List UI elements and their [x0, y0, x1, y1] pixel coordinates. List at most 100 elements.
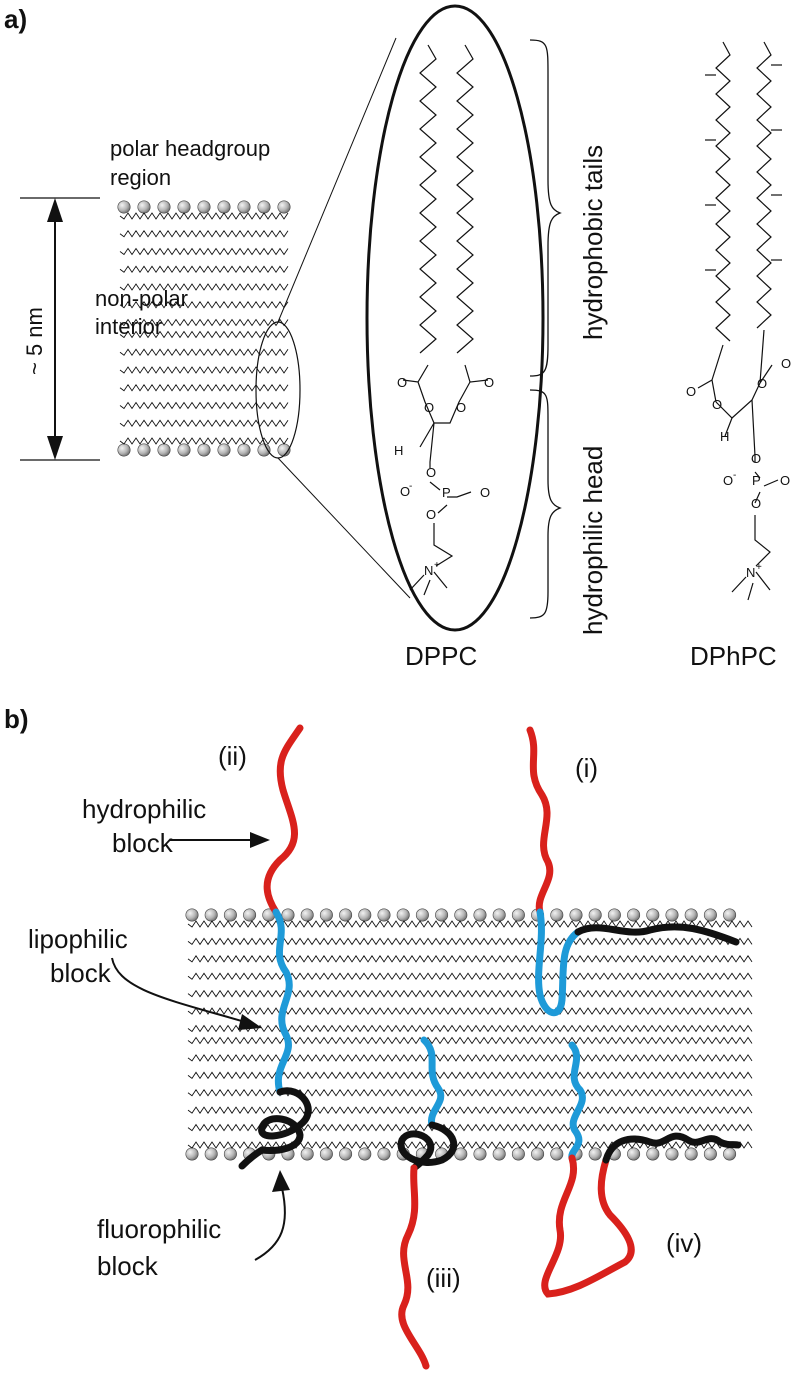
lipid-headgroup — [377, 1147, 391, 1161]
lipid-headgroup — [684, 908, 698, 922]
thickness-label: ~ 5 nm — [22, 307, 47, 375]
lipid-headgroup — [665, 1147, 679, 1161]
hydrophilic-block-iv — [541, 1154, 635, 1298]
atom-o: O — [484, 375, 494, 390]
lipid-headgroup — [257, 200, 271, 214]
fluorophilic-block-ii — [238, 1087, 312, 1170]
lipid-headgroup — [217, 443, 231, 457]
lipid-headgroup — [185, 908, 199, 922]
atom-o: O — [781, 356, 791, 371]
lipid-tail — [187, 1024, 753, 1033]
lipid-headgroup — [454, 908, 468, 922]
dphpc-molecule — [697, 41, 782, 601]
lipid-tail — [119, 419, 289, 428]
lipid-headgroup — [627, 908, 641, 922]
lipid-headgroup — [277, 200, 291, 214]
lipid-headgroup — [492, 908, 506, 922]
lipid-tail — [187, 1071, 753, 1080]
atom-p: P — [442, 485, 451, 500]
hydrophobic-tails-label: hydrophobic tails — [578, 145, 608, 340]
fluorophilic-block-iii — [397, 1121, 458, 1172]
hydrophilic-block-label-line1: hydrophilic — [82, 794, 206, 824]
lipid-tail — [119, 265, 289, 274]
atom-o: O — [426, 465, 436, 480]
lipid-headgroup — [185, 1147, 199, 1161]
hydrophilic-arrow — [170, 832, 270, 848]
lipophilic-block-label-line1: lipophilic — [28, 924, 128, 954]
fluorophilic-block-label-line2: block — [97, 1251, 159, 1281]
panel-b-label: b) — [4, 704, 29, 734]
dphpc-tail-chain — [756, 41, 772, 329]
lipid-headgroup — [177, 443, 191, 457]
lipid-tail — [119, 212, 289, 220]
lipid-headgroup — [511, 908, 525, 922]
lipid-headgroup — [550, 908, 564, 922]
lipid-headgroup — [703, 908, 717, 922]
lipid-tail — [187, 1088, 753, 1097]
atom-o-minus: O — [723, 473, 733, 488]
lipid-headgroup — [627, 1147, 641, 1161]
dphpc-label: DPhPC — [690, 641, 777, 671]
lipid-headgroup — [358, 1147, 372, 1161]
lipid-headgroup — [684, 1147, 698, 1161]
lipid-headgroup — [339, 1147, 353, 1161]
lipid-headgroup — [588, 1147, 602, 1161]
lipid-headgroup — [319, 908, 333, 922]
thickness-dimension: ~ 5 nm — [20, 197, 100, 461]
lipid-headgroup — [723, 1147, 737, 1161]
dppc-label: DPPC — [405, 641, 477, 671]
lipid-tail — [119, 437, 289, 445]
braces — [529, 39, 562, 619]
polar-headgroup-label-line1: polar headgroup — [110, 136, 270, 161]
atom-n: N — [746, 565, 755, 580]
lipid-headgroup — [137, 200, 151, 214]
polymer-ii — [238, 724, 312, 1170]
lipid-headgroup — [588, 908, 602, 922]
lipid-headgroup — [137, 443, 151, 457]
lipophilic-block-ii — [272, 908, 293, 1096]
charge-plus: + — [756, 562, 762, 573]
atom-n: N — [424, 563, 433, 578]
lipid-headgroup — [415, 908, 429, 922]
panel-a: a) polar headgroup region non-polar inte… — [4, 4, 791, 671]
atom-o: O — [397, 375, 407, 390]
lipid-tail — [187, 1123, 753, 1132]
dppc-head-group — [409, 422, 472, 596]
hydrophilic-head-label: hydrophilic head — [578, 446, 608, 635]
atom-h: H — [394, 443, 403, 458]
atom-o: O — [686, 384, 696, 399]
lipid-headgroup — [217, 200, 231, 214]
nonpolar-interior-label-line1: non-polar — [95, 286, 188, 311]
atom-o: O — [424, 400, 434, 415]
polar-headgroup-label-line2: region — [110, 165, 171, 190]
label-ii: (ii) — [218, 741, 247, 771]
atom-o: O — [480, 485, 490, 500]
lipid-tail — [119, 247, 289, 256]
hydrophilic-block-ii — [263, 724, 304, 916]
lipid-headgroup — [473, 1147, 487, 1161]
lipid-headgroup — [511, 1147, 525, 1161]
label-iii: (iii) — [426, 1263, 461, 1293]
lipid-tail — [187, 1036, 753, 1045]
charge-minus: - — [409, 481, 412, 492]
lipid-headgroup — [550, 1147, 564, 1161]
lipophilic-block-iv — [568, 1041, 586, 1162]
lipid-headgroup — [473, 908, 487, 922]
atom-o: O — [751, 451, 761, 466]
lipid-headgroup — [257, 443, 271, 457]
dppc-molecule — [402, 44, 489, 596]
atom-h: H — [720, 429, 729, 444]
dphpc-head-group — [724, 399, 779, 601]
lipid-headgroup — [377, 908, 391, 922]
dppc-ester-groups — [402, 364, 489, 424]
lipid-headgroup — [237, 200, 251, 214]
lipid-tail — [187, 972, 753, 981]
atom-o: O — [780, 473, 790, 488]
polymer-iv — [541, 1041, 742, 1298]
lipid-headgroup — [204, 1147, 218, 1161]
polymer-i — [526, 726, 740, 1016]
fluorophilic-arrow — [254, 1170, 290, 1261]
lipid-headgroup — [157, 443, 171, 457]
dphpc-ester-groups — [697, 329, 773, 419]
dppc-atom-labels: O O O O H O O - P O O N + — [394, 375, 494, 578]
